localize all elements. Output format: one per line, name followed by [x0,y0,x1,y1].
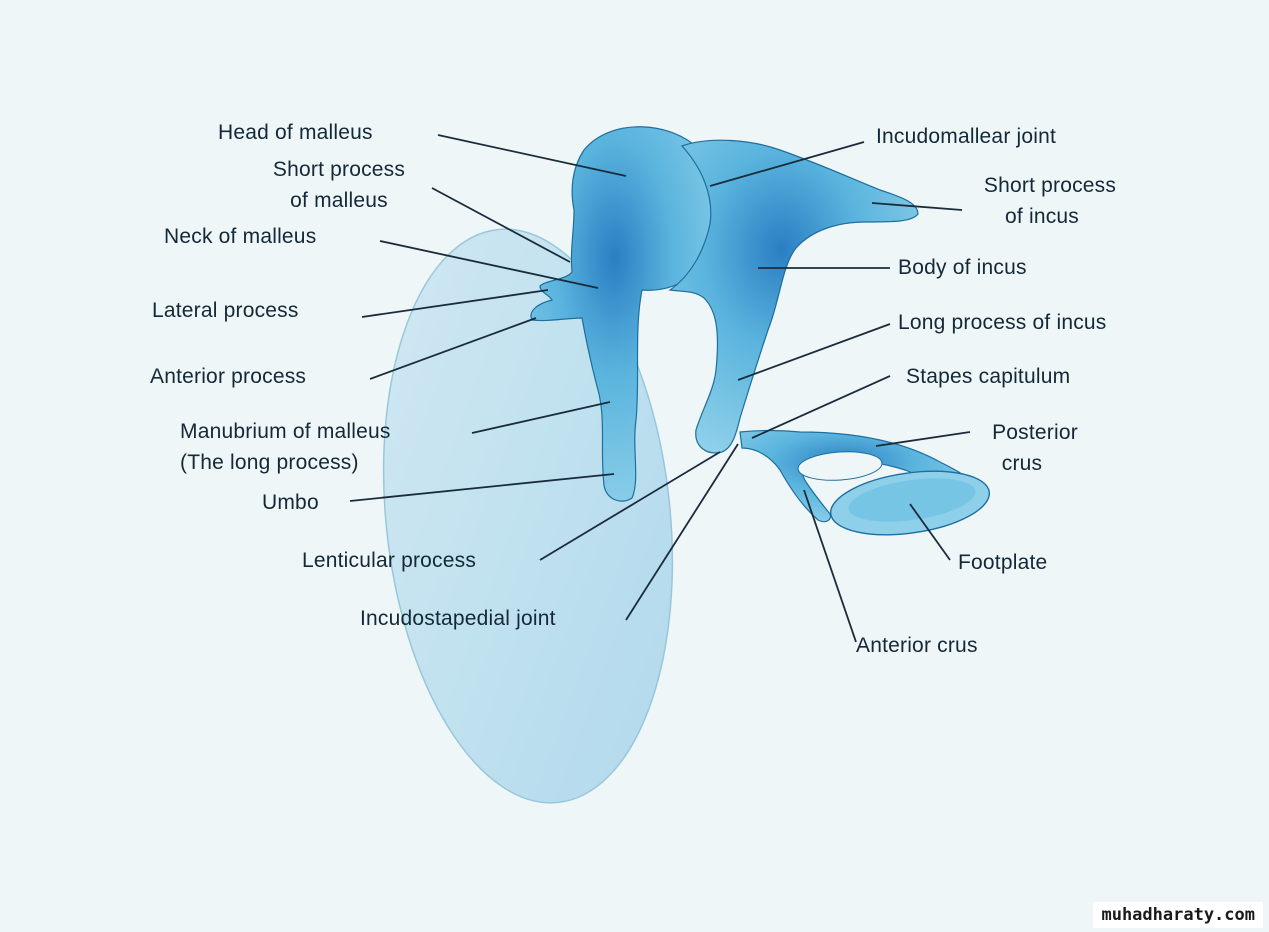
label-incudostapedial-joint: Incudostapedial joint [360,607,556,630]
incus-shape [668,139,919,454]
leader-footplate [909,503,951,561]
label-umbo: Umbo [262,491,319,514]
leader-neck-of-malleus [379,240,599,289]
leader-short-process-malleus [431,187,571,263]
leader-lenticular [539,451,721,561]
label-body-of-incus: Body of incus [898,256,1027,279]
leader-incudomallear [709,141,865,187]
leader-head-of-malleus [437,134,627,177]
leader-lateral-process [361,289,549,318]
label-incudomallear-joint: Incudomallear joint [876,125,1057,148]
label-lenticular-process: Lenticular process [302,549,477,572]
stapes-shape [739,429,991,536]
label-posterior-crus-line2: crus [1001,452,1043,475]
label-lateral-process: Lateral process [152,299,299,322]
label-short-process-malleus-line2: of malleus [290,189,388,212]
leader-lines [349,134,971,643]
label-anterior-crus: Anterior crus [856,634,978,657]
label-anterior-process: Anterior process [150,365,307,388]
leader-short-process-incus [871,202,963,211]
label-posterior-crus-line1: Posterior [992,421,1078,444]
label-manubrium-line2: (The long process) [180,451,359,474]
label-short-process-malleus-line1: Short process [272,158,406,181]
leader-incudostapedial [625,443,739,621]
label-head-of-malleus: Head of malleus [218,121,373,144]
label-stapes-capitulum: Stapes capitulum [906,365,1071,388]
label-short-process-incus-line1: Short process [983,174,1117,197]
leader-manubrium [471,401,611,434]
label-manubrium-line1: Manubrium of malleus [180,420,391,443]
tympanic-membrane [382,228,674,804]
leader-anterior-process [369,317,537,380]
label-neck-of-malleus: Neck of malleus [164,225,317,248]
label-footplate: Footplate [958,551,1048,574]
leader-anterior-crus [803,489,857,643]
watermark: muhadharaty.com [1093,902,1263,928]
leader-stapes-capitulum [751,375,891,439]
leader-umbo [349,473,615,502]
label-long-process-of-incus: Long process of incus [898,311,1107,334]
label-short-process-incus-line2: of incus [1005,205,1079,228]
leader-posterior-crus [875,431,971,447]
leader-long-process-incus [737,323,891,381]
